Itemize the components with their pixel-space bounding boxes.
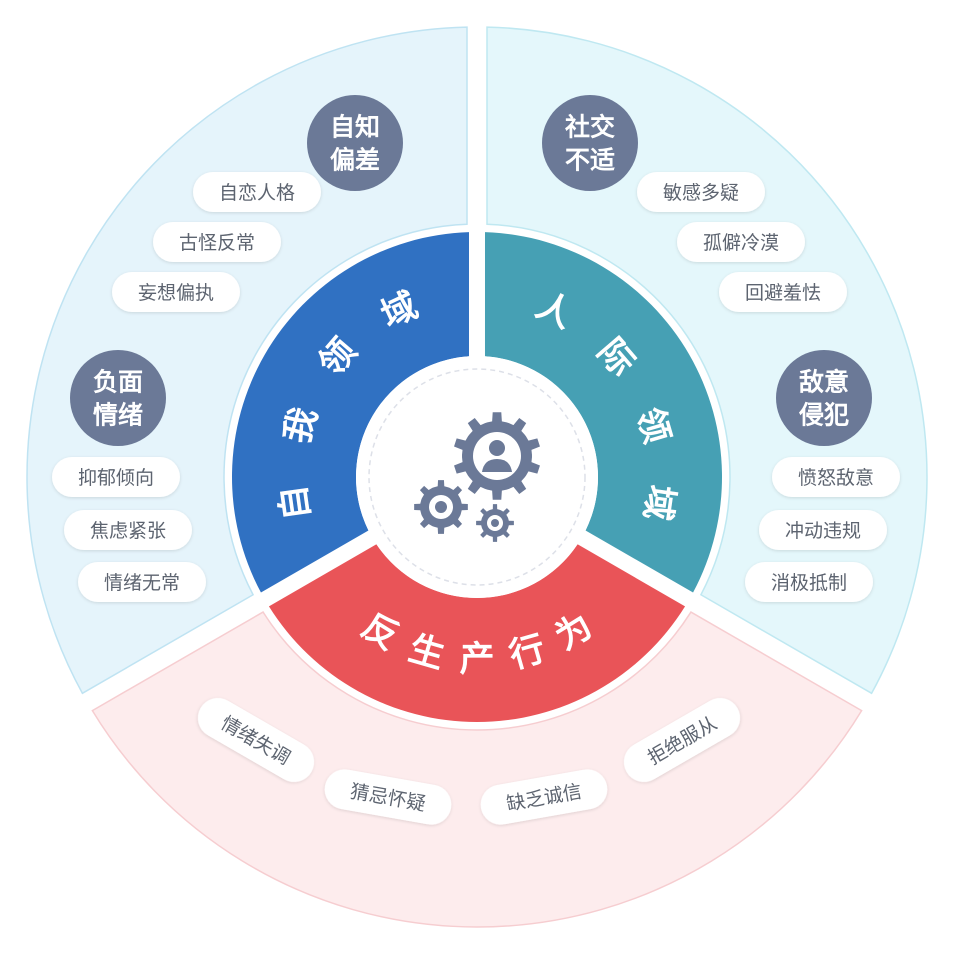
- person-icon: [482, 440, 512, 472]
- pill-self-1: 自恋人格: [193, 172, 321, 212]
- pill-label: 冲动违规: [785, 520, 861, 542]
- small-gear-icon: [476, 504, 514, 542]
- pill-behavior-2: 猜忌怀疑: [324, 769, 452, 825]
- pill-self-4: 抑郁倾向: [52, 457, 180, 497]
- badge-text-line: 情绪: [93, 401, 143, 430]
- badge-text-line: 负面: [93, 368, 143, 397]
- badge-text-line: 敌意: [799, 368, 849, 397]
- badge-circle: [542, 95, 638, 191]
- interpersonal-domain-ring: [484, 232, 722, 593]
- pill-background: [324, 769, 452, 825]
- pill-inter-5: 冲动违规: [759, 510, 887, 550]
- pill-inter-2: 孤僻冷漠: [677, 222, 805, 262]
- pill-inter-4: 愤怒敌意: [772, 457, 900, 497]
- pill-background: [677, 222, 805, 262]
- center-dashed-ring: [368, 368, 586, 586]
- pill-label: 情绪无常: [104, 572, 180, 594]
- pill-background: [719, 272, 847, 312]
- badge-text-line: 社交: [565, 113, 615, 142]
- pill-label: 抑郁倾向: [78, 467, 154, 489]
- pill-background: [623, 698, 741, 782]
- self-domain-ring: [232, 232, 470, 593]
- behavior-domain-ring: [268, 544, 686, 722]
- pill-label: 焦虑紧张: [90, 520, 166, 542]
- medium-gear-icon: [414, 480, 468, 534]
- badge-text-line: 自知: [330, 113, 380, 142]
- badge-text-line: 不适: [565, 146, 615, 175]
- pill-background: [52, 457, 180, 497]
- pill-label: 消极抵制: [771, 572, 847, 594]
- pill-label: 古怪反常: [179, 232, 255, 254]
- behavior-domain-sector: [91, 611, 863, 928]
- inner-ring: [232, 232, 722, 722]
- pill-self-3: 妄想偏执: [112, 272, 240, 312]
- pill-background: [64, 510, 192, 550]
- badge-circle: [776, 350, 872, 446]
- pill-self-6: 情绪无常: [78, 562, 206, 602]
- pill-label: 自恋人格: [219, 182, 295, 204]
- pill-label: 孤僻冷漠: [703, 232, 779, 254]
- center-hub: [356, 356, 598, 598]
- ring-label-char: 域: [636, 482, 680, 522]
- pill-self-2: 古怪反常: [153, 222, 281, 262]
- pill-background: [112, 272, 240, 312]
- pill-inter-6: 消极抵制: [745, 562, 873, 602]
- badge-text-line: 侵犯: [798, 401, 849, 430]
- large-gear-icon: [454, 412, 540, 500]
- pill-background: [480, 769, 608, 825]
- pill-background: [637, 172, 765, 212]
- pill-label: 敏感多疑: [663, 182, 739, 204]
- pill-self-5: 焦虑紧张: [64, 510, 192, 550]
- pill-background: [153, 222, 281, 262]
- badge-text-line: 偏差: [330, 146, 380, 175]
- pill-background: [78, 562, 206, 602]
- pill-label: 回避羞怯: [745, 282, 821, 304]
- pill-behavior-3: 缺乏诚信: [480, 769, 608, 825]
- ring-label-char: 自: [274, 482, 318, 522]
- pill-background: [772, 457, 900, 497]
- pill-background: [193, 172, 321, 212]
- badge-circle: [70, 350, 166, 446]
- pill-background: [759, 510, 887, 550]
- ring-label-char: 产: [459, 640, 494, 680]
- pill-background: [197, 698, 315, 782]
- pill-inter-1: 敏感多疑: [637, 172, 765, 212]
- badge-circle: [307, 95, 403, 191]
- pill-label: 愤怒敌意: [798, 467, 874, 489]
- pill-inter-3: 回避羞怯: [719, 272, 847, 312]
- pill-background: [745, 562, 873, 602]
- gears-person-icon: [414, 412, 540, 542]
- pill-label: 妄想偏执: [138, 282, 214, 304]
